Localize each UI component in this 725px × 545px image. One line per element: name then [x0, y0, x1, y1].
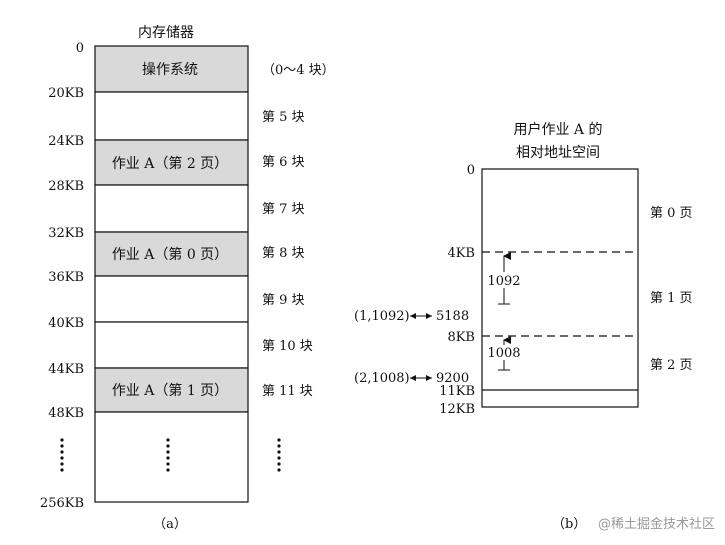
block-label-6: 第 6 块 [262, 155, 305, 170]
map-arrow-1-left-head [410, 313, 416, 319]
page-label-0: 第 0 页 [650, 206, 693, 221]
panel-a-caption: （a） [153, 517, 187, 532]
ellipsis-right [277, 438, 281, 472]
block-8-label: 作业 A（第 0 页） [112, 246, 228, 263]
addr-44kb: 44KB [48, 362, 84, 377]
addr-48kb: 48KB [48, 406, 84, 421]
addr-256kb: 256KB [40, 496, 84, 511]
block-label-os: （0～4 块） [262, 63, 335, 78]
block-7 [94, 184, 249, 233]
b-addr-0: 0 [467, 163, 475, 178]
block-5 [94, 91, 249, 141]
offset-1092-label: 1092 [487, 274, 520, 289]
block-label-11: 第 11 块 [262, 384, 313, 399]
block-10 [94, 321, 249, 369]
block-label-10: 第 10 块 [262, 339, 313, 354]
address-space-box [481, 168, 639, 408]
addr-36kb: 36KB [48, 270, 84, 285]
block-11 [94, 367, 249, 413]
b-addr-11kb: 11KB [439, 384, 475, 399]
addr-20kb: 20KB [48, 86, 84, 101]
block-6 [94, 139, 249, 186]
offset-1092-bg [486, 272, 522, 288]
b-addr-4kb: 4KB [447, 246, 475, 261]
page-label-2: 第 2 页 [650, 358, 693, 373]
panel-a-title: 内存储器 [138, 25, 194, 41]
addr-0: 0 [76, 41, 84, 56]
offset-1008-bg [486, 345, 522, 360]
panel-b-caption: （b） [552, 517, 586, 532]
block-label-9: 第 9 块 [262, 293, 305, 308]
b-addr-8kb: 8KB [447, 330, 475, 345]
panel-a-memory: 内存储器 操作系统 作业 A（第 2 页） 作业 A（第 0 页） 作业 A（第… [40, 25, 335, 532]
addr-32kb: 32KB [48, 226, 84, 241]
logical-address-2: (2,1008) [354, 371, 410, 386]
block-9 [94, 275, 249, 323]
panel-b-address-space: 用户作业 A 的 相对地址空间 0 4KB 8KB 11KB 12KB 第 0 … [354, 121, 693, 532]
offset-1008-label: 1008 [487, 346, 520, 361]
panel-b-title-line1: 用户作业 A 的 [513, 121, 602, 138]
map-arrow-2-right-head [426, 375, 432, 381]
b-addr-12kb: 12KB [439, 402, 475, 417]
addr-28kb: 28KB [48, 179, 84, 194]
block-label-8: 第 8 块 [262, 246, 305, 261]
map-arrow-2-left-head [410, 375, 416, 381]
block-os [94, 45, 249, 93]
block-label-5: 第 5 块 [262, 110, 305, 125]
block-11-label: 作业 A（第 1 页） [112, 382, 228, 399]
page-label-1: 第 1 页 [650, 291, 693, 306]
physical-address-1: 5188 [436, 309, 469, 324]
block-os-label: 操作系统 [142, 62, 198, 78]
addr-24kb: 24KB [48, 134, 84, 149]
addr-40kb: 40KB [48, 316, 84, 331]
logical-address-1: (1,1092) [354, 309, 410, 324]
watermark: @稀土掘金技术社区 [598, 516, 715, 532]
physical-address-2: 9200 [436, 371, 469, 386]
panel-b-title-line2: 相对地址空间 [516, 145, 600, 161]
block-label-7: 第 7 块 [262, 202, 305, 217]
block-8 [94, 231, 249, 277]
ellipsis-middle [166, 438, 170, 472]
block-6-label: 作业 A（第 2 页） [112, 155, 228, 172]
ellipsis-left [60, 438, 64, 472]
block-rest [94, 411, 249, 503]
map-arrow-1-right-head [426, 313, 432, 319]
